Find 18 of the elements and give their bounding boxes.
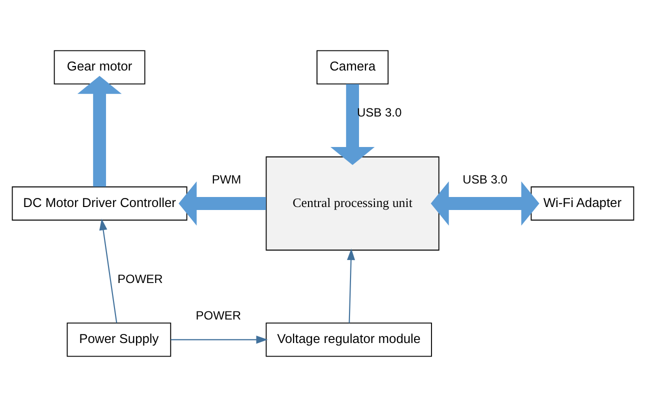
arrow — [430, 181, 540, 226]
node-box: Gear motor — [54, 50, 146, 84]
arrow — [99, 218, 118, 323]
node-box: DC Motor Driver Controller — [12, 186, 188, 221]
edge-label: USB 3.0 — [462, 172, 508, 187]
edge-label: POWER — [196, 308, 242, 323]
node-box: Camera — [316, 50, 389, 84]
node-box: Voltage regulator module — [266, 322, 432, 357]
edge-label: PWM — [212, 172, 242, 187]
arrow — [330, 84, 375, 166]
node-box: Central processing unit — [266, 156, 440, 251]
edge-label: POWER — [118, 272, 163, 286]
node-box: Wi-Fi Adapter — [530, 186, 634, 221]
arrow — [77, 76, 122, 187]
arrow — [170, 336, 268, 344]
arrow — [178, 181, 266, 226]
arrow — [347, 248, 356, 324]
node-box: Power Supply — [66, 322, 172, 357]
